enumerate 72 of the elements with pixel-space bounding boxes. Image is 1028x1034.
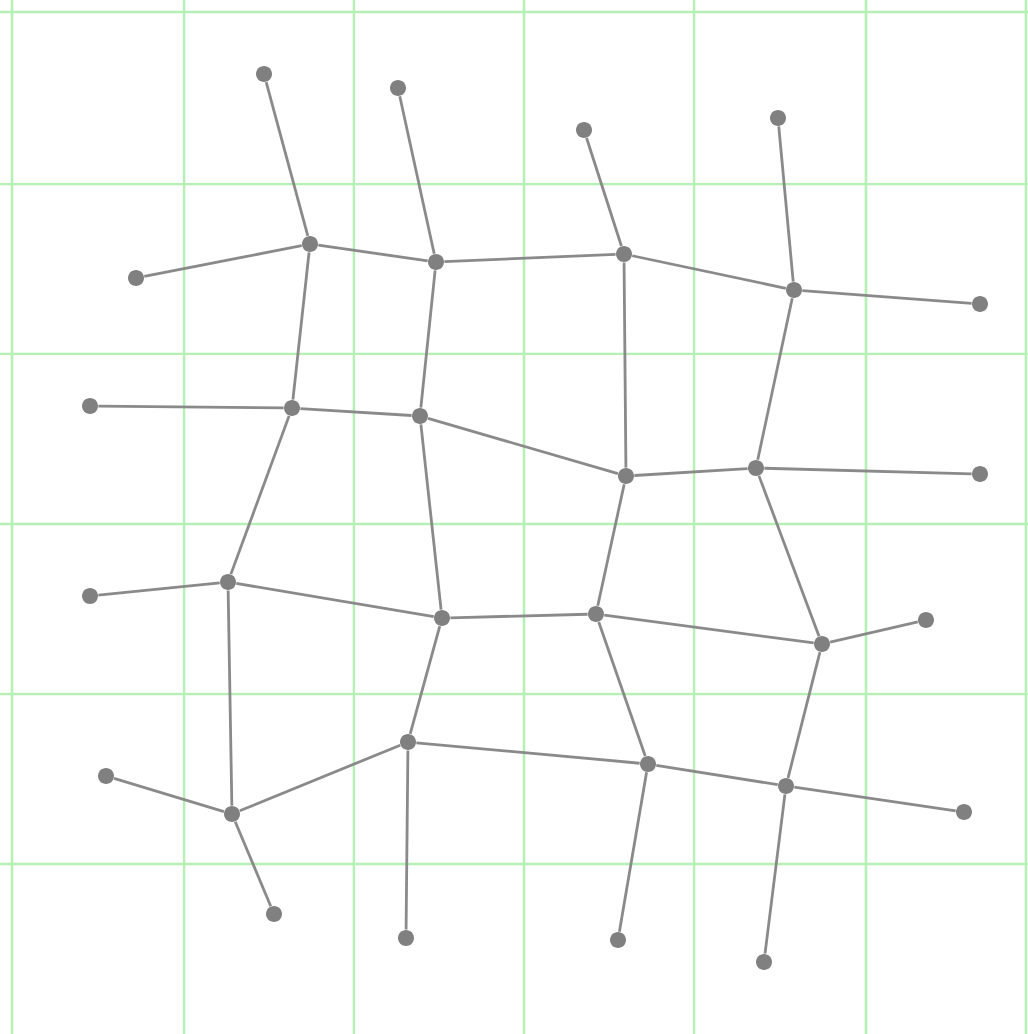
connector-line [404,750,410,930]
connector-line [604,613,814,645]
connector-line [622,262,628,468]
connector-line [802,289,972,305]
connector-line [656,763,778,787]
connector-line [229,415,291,575]
connector-line [416,741,640,765]
connector-line [113,777,225,813]
connector-line [777,126,795,282]
connector-line [226,590,234,806]
dot [956,804,972,820]
connector-line [318,243,428,263]
connector-line [291,252,311,400]
dot [588,606,604,622]
connector-line [233,821,273,907]
connector-line [98,404,284,410]
connector-line [757,475,821,637]
connector-line [236,582,434,618]
connector-line [794,785,956,813]
dot [224,806,240,822]
dot [918,612,934,628]
dot [82,588,98,604]
dot [434,610,450,626]
connector-line [264,81,310,237]
connector-line [398,95,436,255]
connector-line [631,254,787,290]
dot [266,906,282,922]
connector-line [419,270,437,408]
dot [748,460,764,476]
connector-line [98,581,220,597]
dot [128,270,144,286]
connector-line [763,794,787,954]
connector-line [618,772,648,932]
dot [576,122,592,138]
dot [640,756,656,772]
dot [412,408,428,424]
dot [98,768,114,784]
connector-line [419,424,443,610]
connector-line [300,407,412,417]
dot [770,110,786,126]
dot [400,734,416,750]
connector-line [764,466,972,476]
dot [82,398,98,414]
dot [302,236,318,252]
dot [428,254,444,270]
dot [398,930,414,946]
connector-line [408,625,442,735]
connector-line [427,417,619,475]
dot [220,574,236,590]
dot [610,932,626,948]
dot [756,954,772,970]
dot [814,636,830,652]
dot [972,296,988,312]
connector-line [444,252,616,264]
connector-line [585,137,623,247]
dot [618,468,634,484]
dot [778,778,794,794]
dot [390,80,406,96]
connector-line [829,620,919,644]
connector-line [596,483,626,607]
dot [972,466,988,482]
connector-line [239,743,401,813]
dot [284,400,300,416]
connector-line [634,467,748,477]
connector-line [143,244,302,278]
connector-line [597,621,647,757]
dot [616,246,632,262]
dot [256,66,272,82]
connector-line [450,612,588,620]
connector-line [786,651,822,779]
dot [786,282,802,298]
connector-line [756,297,794,461]
